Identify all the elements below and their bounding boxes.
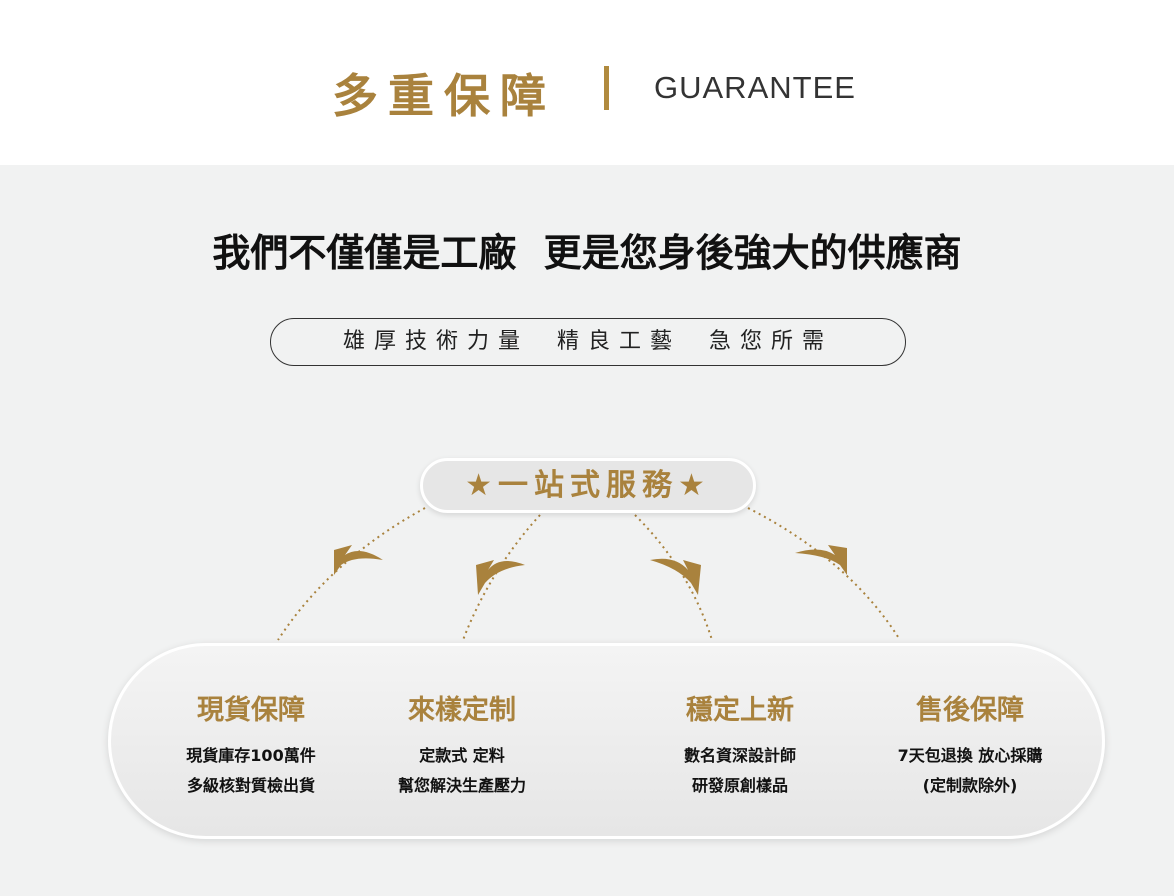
service-line: (定制款除外)	[922, 776, 1018, 795]
arrow-icon-1	[334, 545, 383, 575]
service-new-arrivals: 穩定上新 數名資深設計師 研發原創樣品	[640, 688, 840, 801]
service-after-sales: 售後保障 7天包退換 放心採購 (定制款除外)	[870, 688, 1070, 801]
service-title: 售後保障	[916, 695, 1024, 726]
dotted-arc-1	[277, 507, 426, 641]
service-line: 研發原創樣品	[691, 776, 788, 795]
arrow-icon-3	[650, 558, 701, 595]
service-line: 現貨庫存100萬件	[186, 746, 316, 765]
service-stock: 現貨保障 現貨庫存100萬件 多級核對質檢出貨	[151, 688, 351, 801]
service-title: 來樣定制	[408, 695, 516, 726]
service-line: 多級核對質檢出貨	[186, 776, 315, 795]
section-title-english: GUARANTEE	[654, 70, 856, 105]
one-stop-service-badge: ★一站式服務★	[420, 458, 756, 513]
service-title: 穩定上新	[686, 695, 794, 726]
service-custom: 來樣定制 定款式 定料 幫您解決生產壓力	[362, 688, 562, 801]
service-line: 數名資深設計師	[683, 746, 796, 765]
dotted-arc-3	[634, 514, 713, 641]
section-title: 多重保障	[332, 69, 556, 123]
header-band	[0, 0, 1174, 165]
arrow-icon-4	[795, 545, 847, 575]
title-divider	[604, 66, 609, 110]
service-line: 定款式 定料	[419, 746, 505, 765]
slogan-pill: 雄厚技術力量 精良工藝 急您所需	[270, 318, 906, 366]
dotted-arc-2	[462, 514, 541, 641]
arrow-icon-2	[476, 560, 525, 595]
service-line: 幫您解決生產壓力	[397, 776, 526, 795]
services-panel	[108, 643, 1105, 839]
service-line: 7天包退換 放心採購	[897, 746, 1043, 765]
dotted-arc-4	[747, 507, 901, 641]
headline: 我們不僅僅是工廠 更是您身後強大的供應商	[212, 231, 962, 275]
service-title: 現貨保障	[197, 695, 305, 726]
